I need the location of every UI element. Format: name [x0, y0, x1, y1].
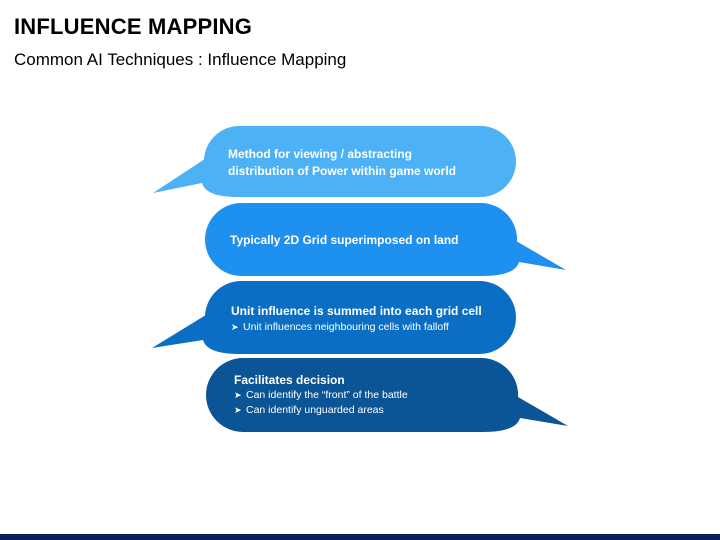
bubble-4-text: Facilitates decision — [234, 372, 345, 389]
page-subtitle: Common AI Techniques : Influence Mapping — [14, 50, 347, 69]
bubble-3-bullet-1: Unit influences neighbouring cells with … — [243, 321, 449, 333]
bubble-3-bullets: ➤ Unit influences neighbouring cells with… — [231, 320, 449, 335]
speech-bubble-4-shape — [206, 358, 568, 432]
speech-bubble-3-shape — [152, 281, 516, 354]
bubble-4-bullet-2: Can identify unguarded areas — [246, 404, 384, 416]
bubble-1-line-2: distribution of Power within game world — [228, 164, 456, 178]
bubble-4-bullets: ➤Can identify the “front” of the battle … — [234, 388, 408, 418]
bubble-4-bullet-1: Can identify the “front” of the battle — [246, 389, 408, 401]
footer-bar — [0, 534, 720, 540]
bubble-2-line-1: Typically 2D Grid superimposed on land — [230, 233, 459, 247]
arrow-bullet-icon: ➤ — [231, 322, 239, 332]
arrow-bullet-icon: ➤ — [234, 405, 242, 415]
bubble-1-text: Method for viewing / abstracting distrib… — [228, 146, 456, 180]
speech-bubble-1-shape — [153, 126, 516, 197]
bullet-item: ➤ Unit influences neighbouring cells with… — [231, 320, 449, 335]
bullet-item: ➤ Can identify the “front” of the battle — [234, 388, 408, 403]
bullet-item: ➤ Can identify unguarded areas — [234, 403, 408, 418]
speech-bubble-2-shape — [205, 203, 566, 276]
page-title: INFLUENCE MAPPING — [14, 14, 253, 39]
bubble-4-line-1: Facilitates decision — [234, 373, 345, 387]
bubble-3-line-1: Unit influence is summed into each grid … — [231, 304, 482, 318]
bubble-2-text: Typically 2D Grid superimposed on land — [230, 232, 459, 249]
bubble-1-line-1: Method for viewing / abstracting — [228, 147, 413, 161]
arrow-bullet-icon: ➤ — [234, 390, 242, 400]
bubble-3-text: Unit influence is summed into each grid … — [231, 303, 482, 320]
